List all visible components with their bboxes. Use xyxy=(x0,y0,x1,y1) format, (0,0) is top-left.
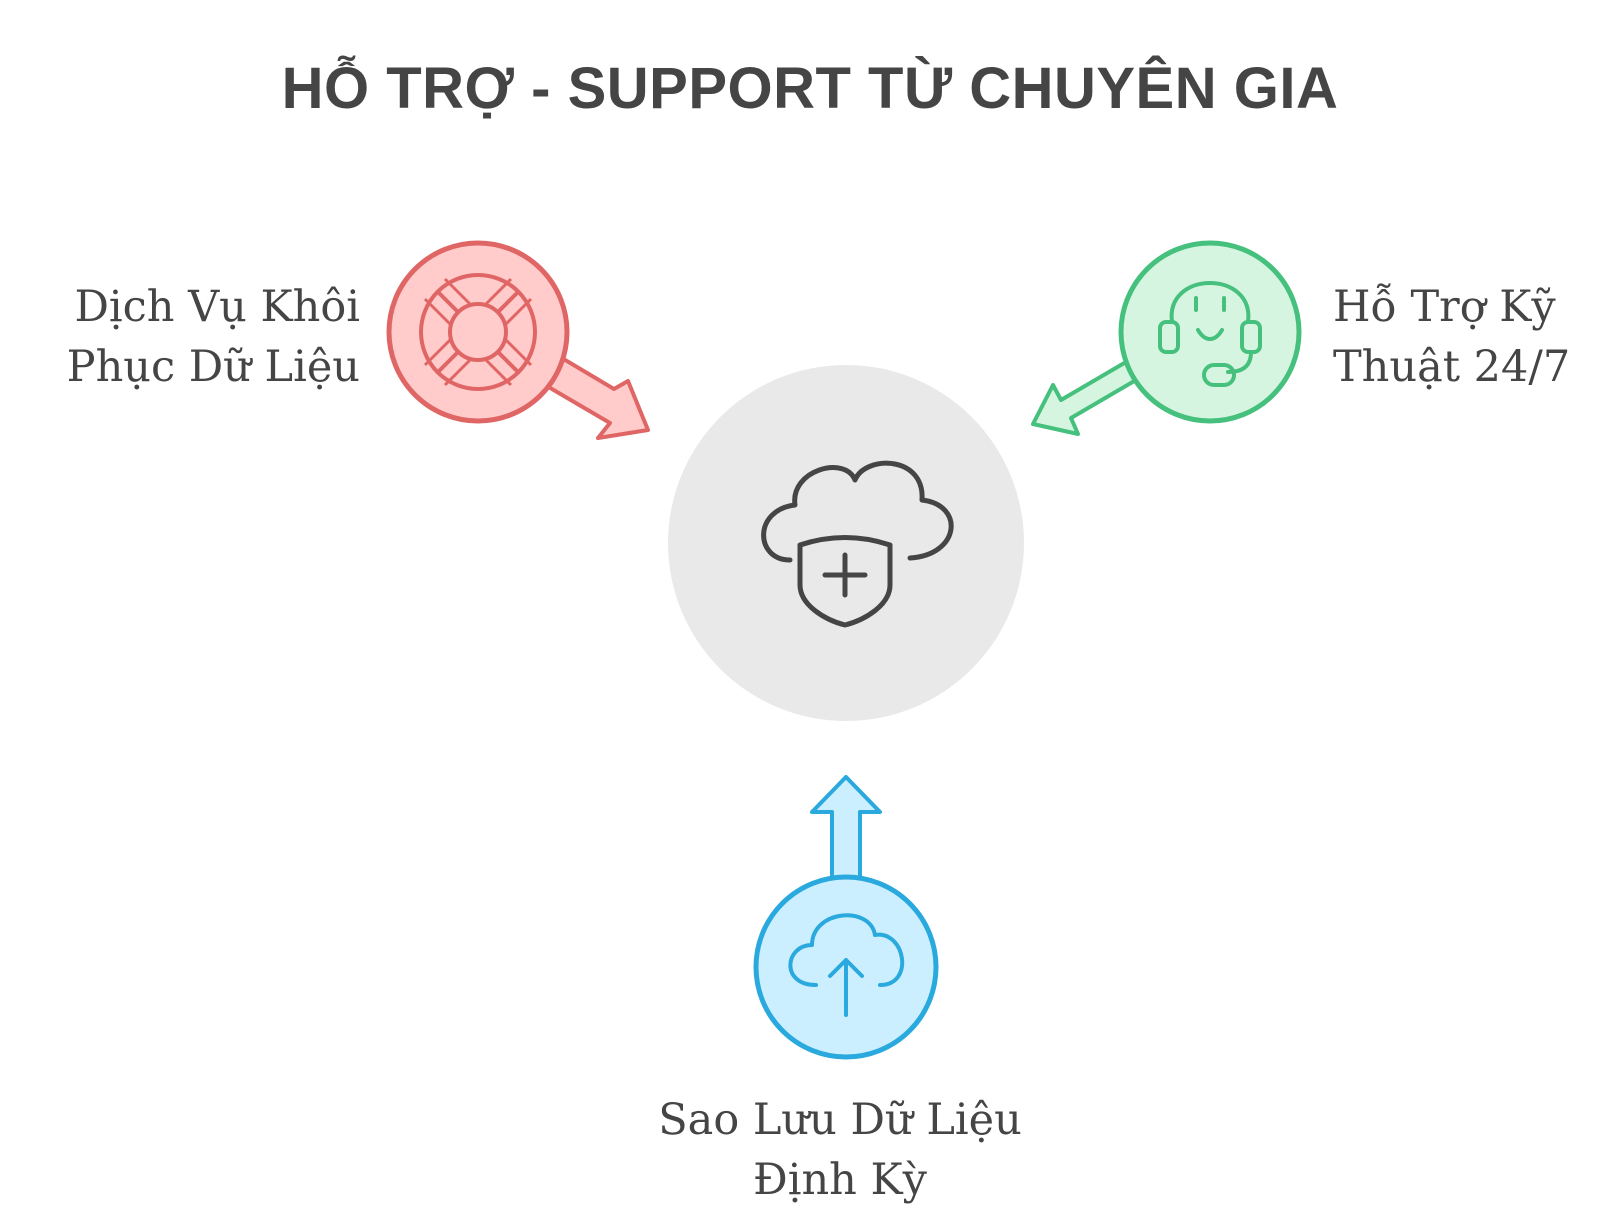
label-line: Thuật 24/7 xyxy=(1333,342,1571,392)
lifebuoy-icon xyxy=(419,273,537,391)
page-title: HỖ TRỢ - SUPPORT TỪ CHUYÊN GIA xyxy=(281,56,1339,121)
center-hub xyxy=(668,365,1024,721)
label-line: Phục Dữ Liệu xyxy=(66,342,360,392)
headset-icon xyxy=(1158,281,1262,387)
label-line: Định Kỳ xyxy=(753,1155,927,1205)
node-backup xyxy=(753,775,939,1060)
label-data-recovery: Dịch Vụ Khôi Phục Dữ Liệu xyxy=(40,277,360,397)
cloud-shield-icon xyxy=(761,460,954,628)
cloud-upload-icon xyxy=(788,913,905,1017)
node-data-recovery xyxy=(386,240,650,440)
node-tech-support xyxy=(1031,240,1302,436)
label-line: Dịch Vụ Khôi xyxy=(74,282,360,332)
label-tech-support: Hỗ Trợ Kỹ Thuật 24/7 xyxy=(1333,277,1613,397)
label-line: Hỗ Trợ Kỹ xyxy=(1333,282,1556,332)
label-backup: Sao Lưu Dữ Liệu Định Kỳ xyxy=(600,1090,1080,1210)
label-line: Sao Lưu Dữ Liệu xyxy=(658,1095,1022,1145)
